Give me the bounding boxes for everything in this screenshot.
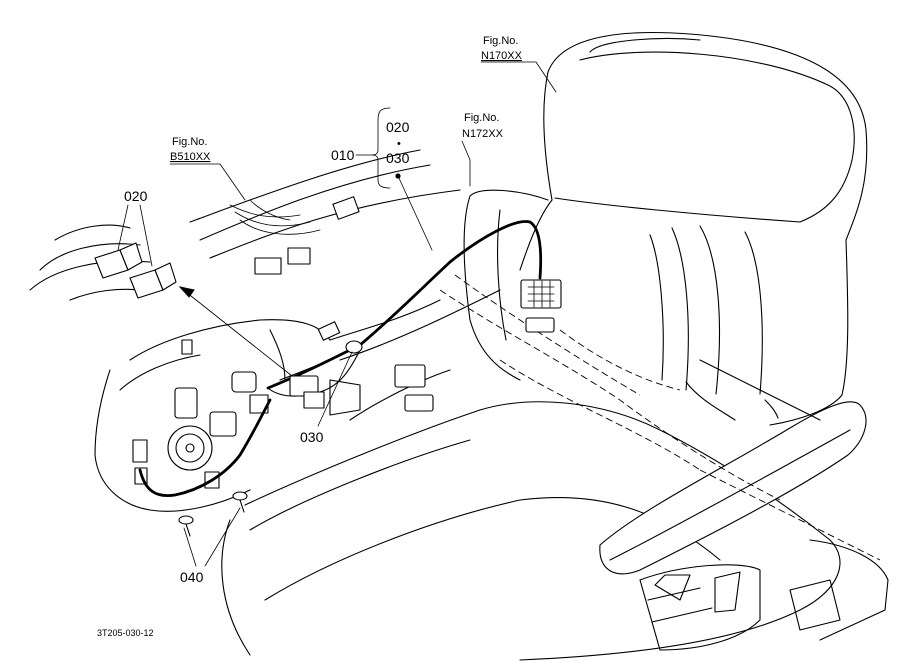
fig-n170-label-line2: N170XX xyxy=(481,50,523,62)
part-020-left-label: 020 xyxy=(124,188,148,204)
part-020-030-dot: • xyxy=(397,138,401,150)
phantom-lines xyxy=(439,274,881,561)
part-020-top-label: 020 xyxy=(386,119,410,135)
drawing-code: 3T205-030-12 xyxy=(97,628,154,638)
fig-n170-label-line1: Fig.No. xyxy=(483,35,518,47)
fig-n172-label-line1: Fig.No. xyxy=(464,112,499,124)
dash-harness-area xyxy=(29,149,461,301)
part-030-bottom-label: 030 xyxy=(300,429,324,445)
connectors-020 xyxy=(94,242,177,299)
text-labels: Fig.No. N170XX Fig.No. N172XX Fig.No. B5… xyxy=(97,35,523,638)
leader-lines xyxy=(117,61,557,567)
part-010-label: 010 xyxy=(331,147,355,163)
part-040-label: 040 xyxy=(180,569,204,585)
seat xyxy=(221,31,889,661)
part-030-top-label: 030 xyxy=(386,150,410,166)
fig-b510-label-line2: B510XX xyxy=(170,151,211,163)
dash-panel xyxy=(94,289,501,512)
bolts-040 xyxy=(178,491,248,537)
fig-n172-label-line2: N172XX xyxy=(462,128,504,140)
fig-b510-label-line1: Fig.No. xyxy=(172,136,207,148)
wire-harness-010 xyxy=(138,220,562,498)
